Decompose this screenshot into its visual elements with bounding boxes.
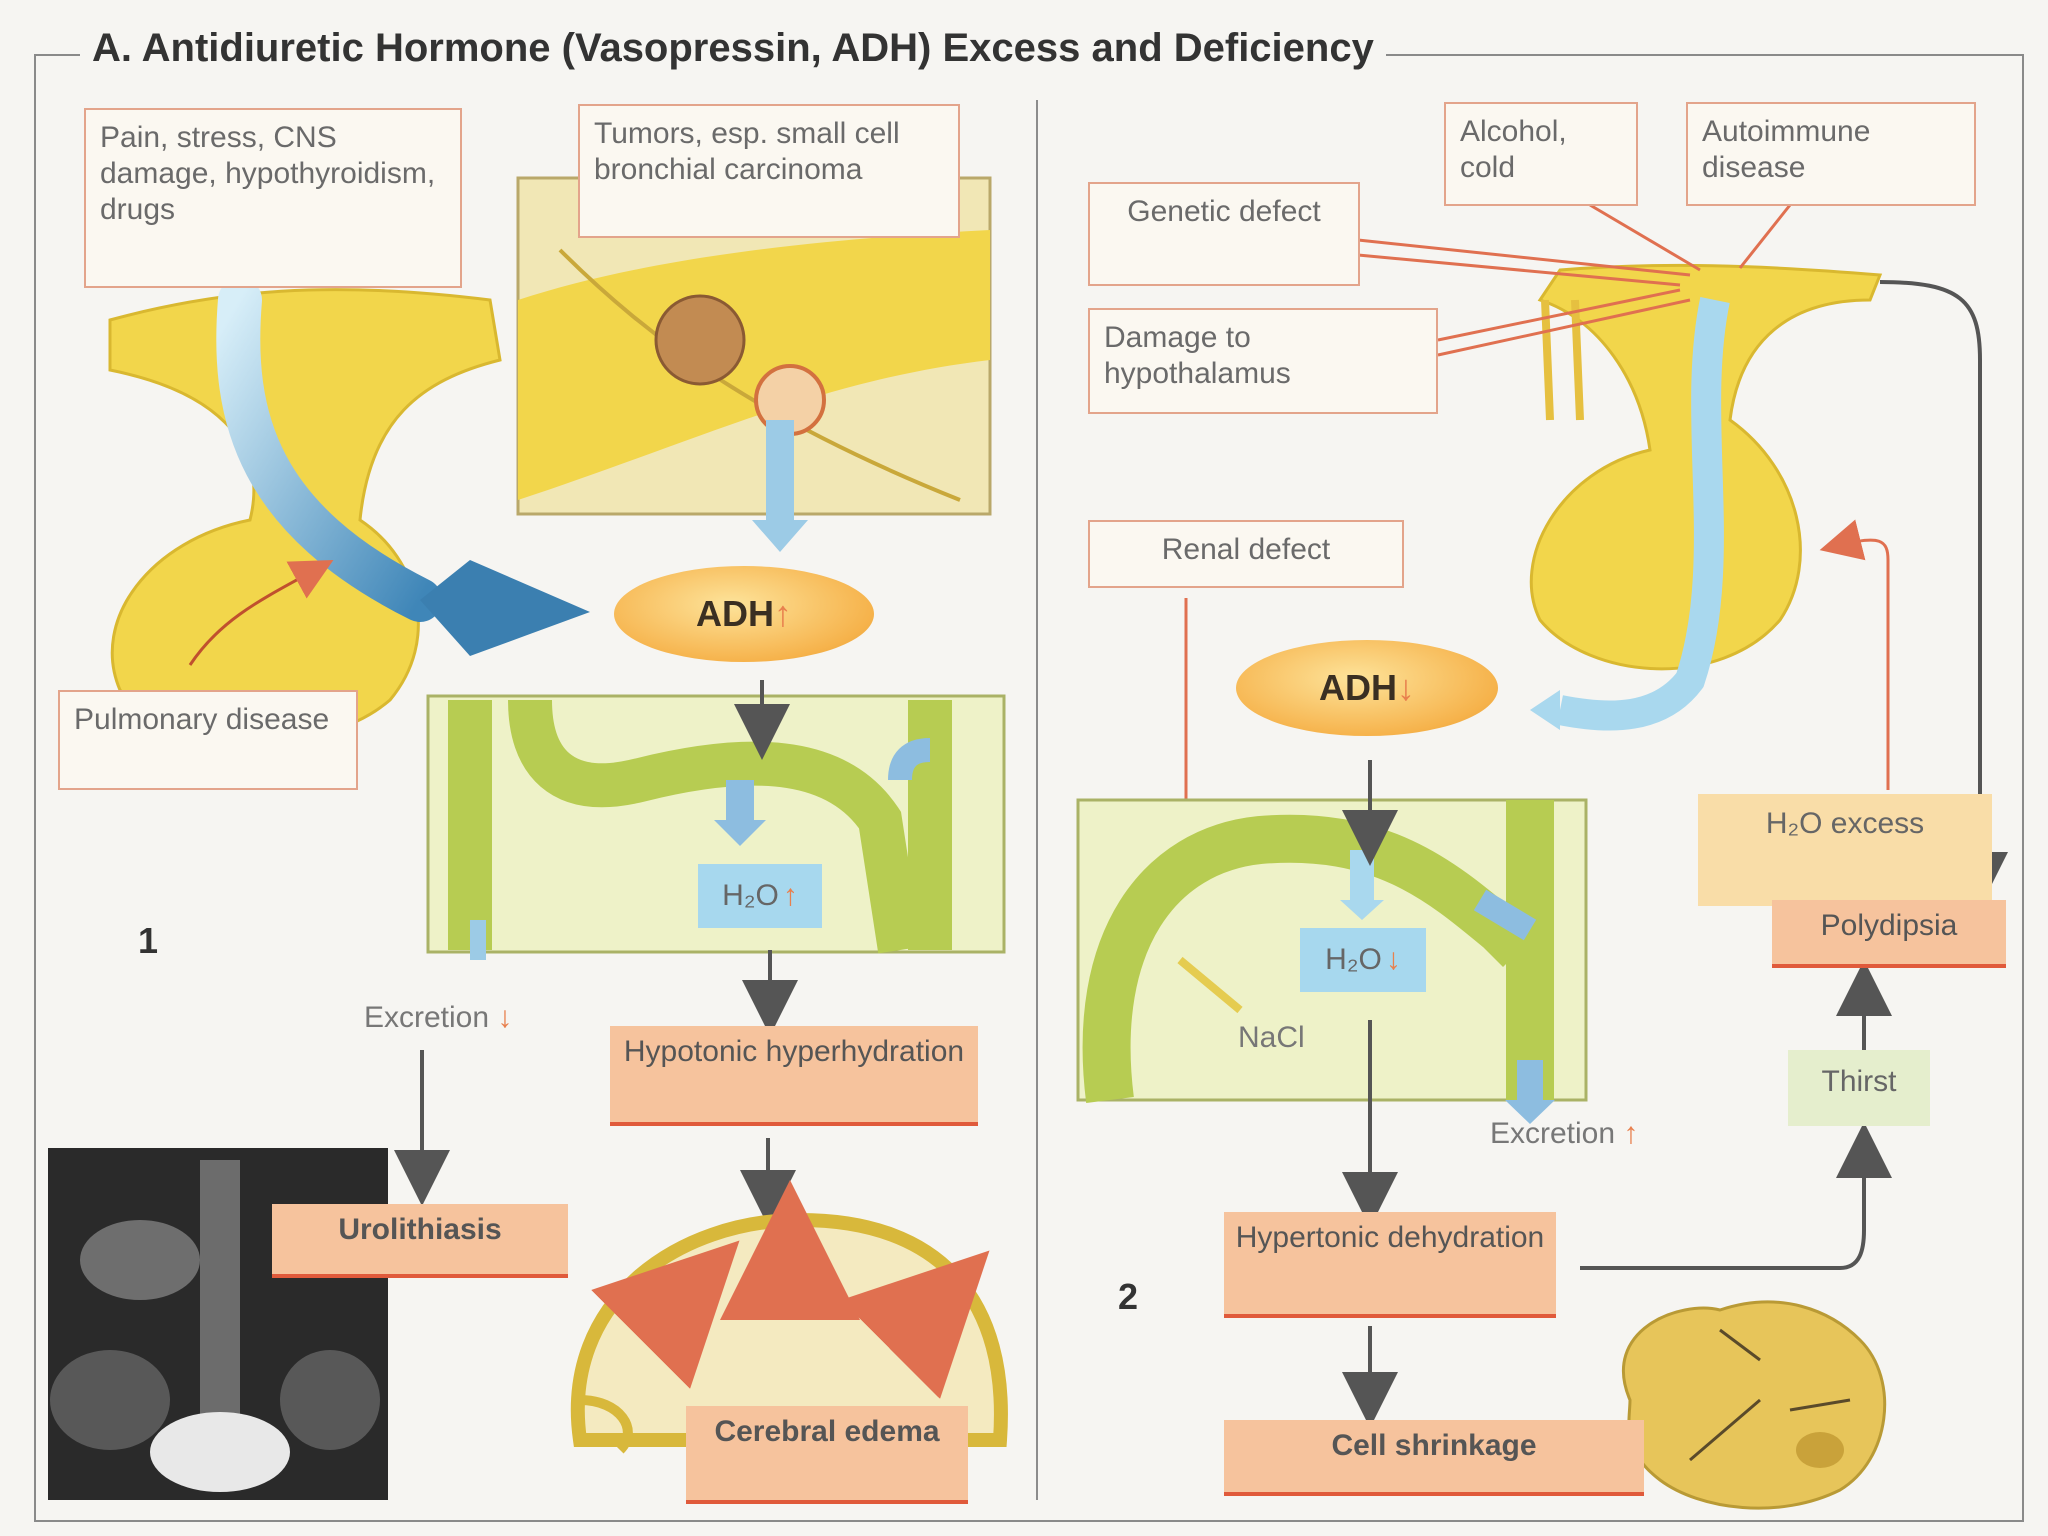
brain-edema-illustration [570,1180,1008,1454]
thirst-center-to-polydipsia-arrow [1879,280,2008,908]
pulmonary-link [188,559,334,666]
cause-pulmonary-box: Pulmonary disease [58,690,358,790]
adh-release-arrowhead [420,560,590,656]
h2o-excess-feedback-arrow [1819,519,1890,790]
h2o-label: H₂O [1325,943,1382,976]
panel-divider [1036,100,1038,1500]
adh-label: ADH [1319,667,1397,708]
cause-stress-box: Pain, stress, CNS damage, hypothyroidism… [84,108,462,288]
cause-alcohol-box: Alcohol, cold [1444,102,1638,206]
panel-number-2: 2 [1118,1276,1139,1317]
arrow-up-icon: ↑ [774,593,792,634]
arrow-up-icon: ↑ [1623,1117,1639,1150]
h2o-excess-box: H₂O excess [1698,794,1992,906]
arrow-up-icon: ↑ [782,879,798,912]
xray-image [48,1148,388,1500]
adh-decrease-node: ADH ↓ [1236,640,1498,736]
excretion-label: Excretion [1490,1117,1616,1150]
h2o-increase-node: H₂O ↑ [698,864,822,928]
adh-deficit-arrow [1557,296,1730,731]
panel-number-1: 1 [138,920,159,961]
cause-tumor-box: Tumors, esp. small cell bronchial carcin… [578,104,960,238]
cause-hypothalamus-box: Damage to hypothalamus [1088,308,1438,414]
cause-renal-box: Renal defect [1088,520,1404,588]
cerebral-edema-box: Cerebral edema [686,1406,968,1504]
arrow-down-icon: ↓ [1397,667,1415,708]
polydipsia-box: Polydipsia [1772,900,2006,968]
adh-release-arrow [216,278,442,622]
excretion-increase-label: Excretion ↑ [1490,1116,1720,1160]
dehydration-to-thirst-arrow [1580,1122,1892,1270]
cause-genetic-box: Genetic defect [1088,182,1360,286]
cell-shrinkage-box: Cell shrinkage [1224,1420,1644,1496]
adh-increase-node: ADH ↑ [614,566,874,662]
adh-label: ADH [696,593,774,634]
diagram-title: A. Antidiuretic Hormone (Vasopressin, AD… [80,26,1386,71]
tubule-panel-left [426,694,1006,960]
adh-deficit-arrowhead [1530,690,1560,730]
thirst-box: Thirst [1788,1050,1930,1126]
excretion-decrease-label: Excretion ↓ [364,1000,594,1044]
arrow-down-icon: ↓ [1385,943,1401,976]
h2o-decrease-node: H₂O ↓ [1300,928,1426,992]
cause-link-lines [1184,203,1792,968]
shrunken-cell-illustration [1622,1300,1887,1510]
nacl-label: NaCl [1238,1021,1305,1054]
excretion-label: Excretion [364,1001,490,1034]
urolithiasis-box: Urolithiasis [272,1204,568,1278]
h2o-label: H₂O [722,879,779,912]
cause-autoimmune-box: Autoimmune disease [1686,102,1976,206]
arrow-down-icon: ↓ [497,1001,513,1034]
dehydration-box: Hypertonic dehydration [1224,1212,1556,1318]
hyperhydration-box: Hypotonic hyperhydration [610,1026,978,1126]
